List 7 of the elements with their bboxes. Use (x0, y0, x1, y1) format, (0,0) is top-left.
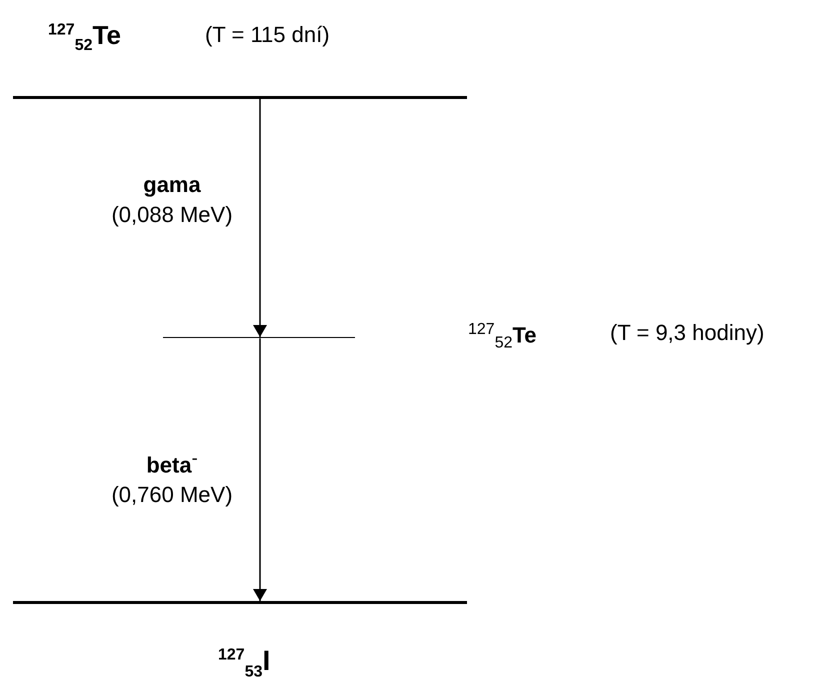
energy-level-line (13, 96, 467, 99)
half-life-label: (T = 115 dní) (205, 22, 330, 48)
energy-level-line (163, 337, 355, 338)
energy-level-line (13, 601, 467, 604)
half-life-label: (T = 9,3 hodiny) (610, 320, 764, 346)
edge-label: beta$^{-}$ (0,760 MeV) (110, 446, 234, 510)
edge-label: gama (0,088 MeV) (110, 171, 234, 229)
